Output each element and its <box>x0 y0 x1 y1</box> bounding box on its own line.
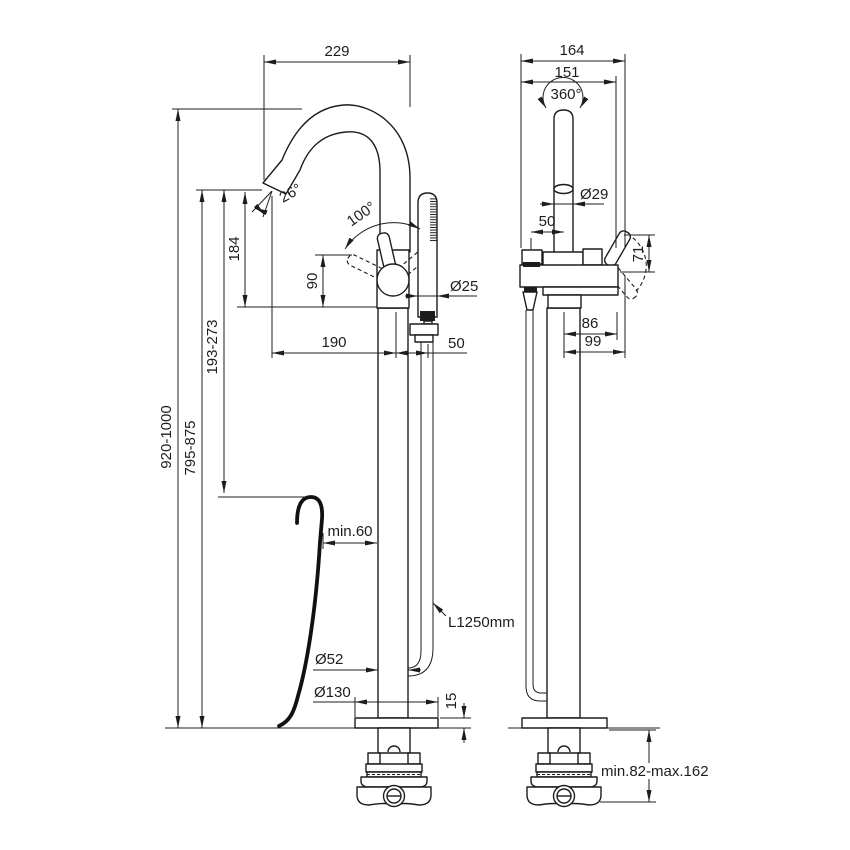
dim-label: min.82-max.162 <box>601 763 709 780</box>
dim-label: 50 <box>448 335 465 352</box>
dim-label: min.60 <box>327 523 372 540</box>
dim-label: 15 <box>443 693 460 710</box>
dim-label: Ø52 <box>315 651 343 668</box>
dim-outlet-drop: 184 <box>226 192 248 307</box>
dim-label: 184 <box>226 236 243 261</box>
dim-handle-height: 90 <box>237 254 377 308</box>
dim-label: 190 <box>321 334 346 351</box>
dim-label: 100° <box>344 198 379 230</box>
dim-shower-diameter: Ø29 <box>540 186 608 207</box>
spray-face-texture <box>430 197 437 242</box>
shower-holder <box>521 249 543 265</box>
bathtub-rim-profile <box>277 495 325 728</box>
outlet-band <box>524 287 537 292</box>
dim-base-plate-height: 15 <box>440 693 471 743</box>
front-view: 229 920-1000 795-875 193-273 184 <box>158 43 515 808</box>
dim-label: 193-273 <box>204 319 221 374</box>
dim-lever-reach-outer: 99 <box>564 276 626 358</box>
dim-axis-to-shower: 50 <box>396 335 467 358</box>
riser-column <box>546 307 581 719</box>
dim-base-diameter: Ø130 <box>313 684 439 717</box>
dim-lever-length: 71 <box>620 234 655 273</box>
mixer-body-mid <box>542 286 619 296</box>
dim-label: 90 <box>304 273 321 290</box>
holder-band <box>523 262 540 267</box>
dim-label: 360° <box>550 86 581 103</box>
hand-shower <box>409 192 439 343</box>
dim-label: 795-875 <box>182 420 199 475</box>
handle-swing-arc-dashed <box>626 233 647 293</box>
side-view: 164 151 360° Ø29 50 <box>508 42 709 808</box>
dim-label: 86 <box>582 315 599 332</box>
dim-label: 99 <box>585 333 602 350</box>
dim-outlet-to-axis: 190 <box>271 196 397 358</box>
handle-mount <box>582 248 603 266</box>
handle-ball-joint <box>376 263 410 297</box>
dim-label: Ø29 <box>580 186 608 203</box>
dim-underfloor-depth: min.82-max.162 <box>598 729 709 803</box>
dim-handshower-diameter: Ø25 <box>405 278 478 299</box>
dim-hose-length: L1250mm <box>432 602 515 631</box>
dim-label: Ø25 <box>450 278 478 295</box>
shower-hose <box>525 310 547 702</box>
dim-label: 920-1000 <box>158 405 175 468</box>
dim-column-diameter: Ø52 <box>313 651 421 673</box>
shower-diameter-marker <box>553 183 574 195</box>
dim-label: 71 <box>630 246 647 263</box>
dim-total-height: 920-1000 <box>158 108 302 728</box>
dim-label: 50 <box>539 213 556 230</box>
hand-shower <box>553 109 574 256</box>
shower-hose <box>532 310 547 694</box>
mixer-body <box>519 264 619 288</box>
dim-swivel: 360° <box>537 77 589 109</box>
shower-holder <box>409 323 439 336</box>
shower-hose <box>407 342 434 677</box>
riser-column <box>377 307 409 719</box>
dim-label: L1250mm <box>448 614 515 631</box>
dim-overall-depth: 164 <box>520 42 626 248</box>
handle-dashed-left <box>346 254 388 281</box>
dim-label: Ø130 <box>314 684 351 701</box>
mixer-body-lower <box>547 294 582 309</box>
dim-outlet-to-rim: 193-273 <box>204 190 306 498</box>
dim-label: 164 <box>559 42 584 59</box>
spout <box>262 104 411 253</box>
dim-outlet-height: 795-875 <box>182 189 262 728</box>
dim-body-depth: 151 <box>521 64 617 248</box>
base-plate <box>354 717 439 729</box>
dim-spout-reach: 229 <box>263 43 411 180</box>
base-plate <box>521 717 608 729</box>
spout-outlet-cone <box>522 291 538 311</box>
dim-label: 151 <box>554 64 579 81</box>
dim-label: 229 <box>324 43 349 60</box>
shower-hose <box>407 342 422 669</box>
dim-rim-clearance: min.60 <box>322 523 377 549</box>
dim-holder-offset: 50 <box>530 213 564 249</box>
shower-grip-band <box>420 311 435 321</box>
